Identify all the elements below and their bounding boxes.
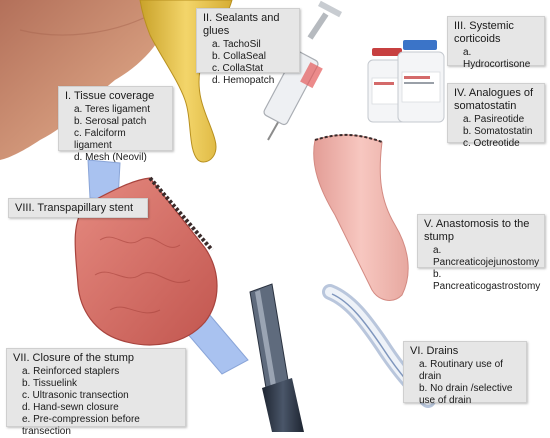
tissue-coverage-box: I. Tissue coverage a. Teres ligament b. …	[58, 86, 173, 163]
list-item: a. Reinforced staplers	[22, 366, 120, 377]
box-title: VI. Drains	[410, 345, 459, 357]
transpapillary-stent-box: VIII. Transpapillary stent	[8, 198, 148, 218]
pancreas-stump-illustration	[74, 176, 218, 346]
vial-icon	[367, 40, 445, 123]
somatostatin-analogues-box: IV. Analogues of somatostatin a. Pasireo…	[447, 83, 545, 149]
list-item: d. Hemopatch	[212, 75, 275, 86]
list-item: a. TachoSil	[212, 39, 261, 50]
box-title: VII. Closure of the stump	[13, 352, 135, 364]
list-item: c. Falciform ligament	[74, 128, 126, 151]
list-item: a. Pancreaticojejunostomy	[433, 245, 540, 268]
list-item: d. Hand-sewn closure	[22, 402, 119, 413]
list-item: b. Pancreaticogastrostomy	[433, 269, 541, 292]
liver-illustration	[0, 0, 175, 160]
list-item: b. Serosal patch	[74, 116, 147, 127]
list-item: a. Teres ligament	[74, 104, 150, 115]
list-item: c. Octreotide	[463, 138, 520, 149]
systemic-corticoids-box: III. Systemic corticoids a. Hydrocortiso…	[447, 16, 545, 70]
list-item: d. Mesh (Neovil)	[74, 152, 147, 163]
list-item: c. CollaStat	[212, 63, 264, 74]
sealants-glues-box: II. Sealants and glues a. TachoSil b. Co…	[196, 8, 300, 86]
list-item: b. No drain /selective use of drain	[419, 383, 513, 406]
box-title: III. Systemic corticoids	[454, 20, 514, 45]
box-title: IV. Analogues of somatostatin	[454, 87, 534, 112]
box-title: II. Sealants and glues	[203, 12, 280, 37]
list-item: b. Tissuelink	[22, 378, 78, 389]
syringe-icon	[263, 0, 343, 141]
bowel-loop-illustration	[313, 133, 409, 301]
list-item: e. Pre-compression before transection	[22, 414, 140, 437]
list-item: a. Hydrocortisone	[463, 47, 531, 70]
list-item: a. Routinary use of drain	[419, 359, 503, 382]
list-item: b. Somatostatin	[463, 126, 533, 137]
box-title: VIII. Transpapillary stent	[15, 202, 133, 214]
list-item: b. CollaSeal	[212, 51, 266, 62]
closure-of-stump-box: VII. Closure of the stump a. Reinforced …	[6, 348, 186, 437]
stapler-icon	[249, 283, 304, 432]
anastomosis-box: V. Anastomosis to the stump a. Pancreati…	[417, 214, 545, 292]
list-item: a. Pasireotide	[463, 114, 525, 125]
box-title: V. Anastomosis to the stump	[424, 218, 530, 243]
box-title: I. Tissue coverage	[65, 90, 155, 102]
list-item: c. Ultrasonic transection	[22, 390, 129, 401]
drains-box: VI. Drains a. Routinary use of drain b. …	[403, 341, 527, 406]
